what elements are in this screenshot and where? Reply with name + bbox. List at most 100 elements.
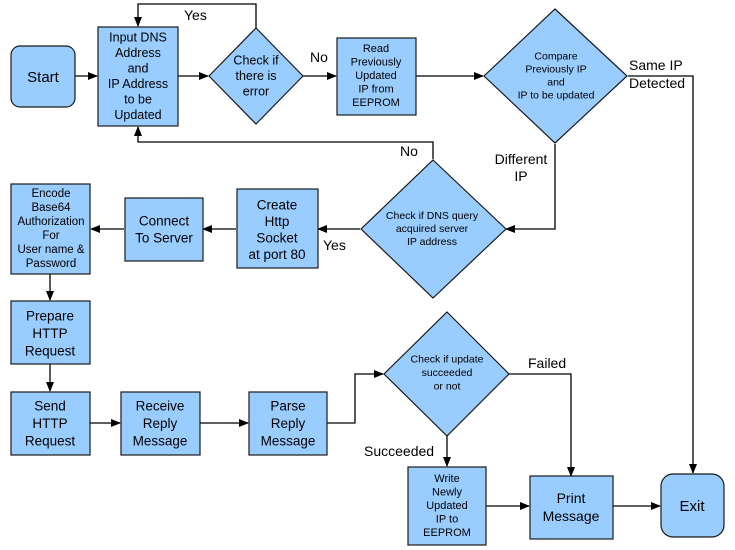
label-line: Request: [25, 343, 76, 358]
label-line: Write: [434, 473, 459, 485]
edge-compare-same-to-exit: [628, 75, 697, 474]
label-line: Message: [261, 433, 316, 448]
label-line: Check if update: [411, 354, 484, 366]
label-line: and: [128, 61, 149, 75]
label-line: EEPROM: [423, 527, 471, 539]
check-error-node: [208, 27, 304, 125]
connect-server-node: [124, 197, 204, 262]
label-line: Check if DNS query: [386, 210, 479, 222]
encode-auth-node: [10, 183, 91, 275]
label-line: Previously IP: [525, 64, 586, 76]
label-line: IP Address: [108, 77, 168, 91]
edge-parse-to-check-update: [327, 370, 384, 424]
prepare-request-node: [10, 300, 91, 365]
label-line: at port 80: [248, 246, 305, 261]
label-line: and: [547, 77, 565, 89]
label-line: Same IP: [629, 57, 683, 73]
create-socket-node: [236, 188, 319, 269]
label-line: For: [42, 230, 59, 242]
start-label: Start: [27, 69, 60, 86]
yes-error-label: Yes: [184, 7, 207, 23]
label-line: Check if: [233, 54, 279, 68]
label-line: Receive: [136, 398, 185, 413]
check-update-node: [383, 311, 510, 437]
no-dns-label: No: [400, 143, 418, 159]
label-line: Updated: [355, 70, 397, 82]
label-line: Input DNS: [109, 30, 167, 44]
label-line: Prepare: [26, 308, 74, 323]
parse-reply-node: [248, 391, 328, 456]
write-eeprom-node: [407, 466, 487, 546]
label-line: Exit: [679, 498, 705, 515]
label-line: IP to be updated: [518, 90, 595, 102]
label-line: Reply: [271, 416, 306, 431]
failed-label: Failed: [528, 355, 566, 371]
exit-label: Exit: [679, 498, 705, 515]
label-line: Updated: [114, 108, 161, 122]
label-line: To Server: [135, 230, 193, 245]
label-line: IP: [514, 168, 527, 184]
label-line: Password: [26, 258, 77, 270]
label-line: Previously: [351, 57, 402, 69]
label-line: to be: [124, 92, 152, 106]
label-line: Base64: [31, 202, 71, 214]
label-line: Send: [34, 398, 66, 413]
label-line: Compare: [534, 51, 577, 63]
print-message-node: [529, 475, 614, 540]
edge-check-update-failed-to-print: [509, 373, 575, 477]
label-line: succeeded: [422, 367, 473, 379]
label-line: there is: [236, 69, 277, 83]
label-line: Read: [363, 43, 389, 55]
label-line: Newly: [432, 487, 462, 499]
label-line: HTTP: [32, 326, 67, 341]
edge-compare-different-to-check-dns: [505, 144, 556, 233]
label-line: Detected: [629, 75, 685, 91]
input-dns-node: [97, 26, 179, 127]
no-error-label: No: [310, 49, 328, 65]
label-line: Connect: [139, 213, 190, 228]
edge-check-error-yes-to-input: [134, 3, 257, 28]
label-line: Request: [25, 433, 76, 448]
label-line: Reply: [143, 416, 178, 431]
label-line: Updated: [426, 500, 468, 512]
start-node: [10, 45, 76, 108]
yes-dns-label: Yes: [323, 237, 346, 253]
label-line: EEPROM: [352, 97, 400, 109]
label-line: Message: [133, 433, 188, 448]
nodes: [10, 8, 725, 546]
label-line: Message: [543, 508, 600, 524]
label-line: HTTP: [32, 416, 67, 431]
label-line: Address: [115, 46, 161, 60]
label-line: Encode: [31, 188, 70, 200]
label-line: Authorization: [17, 216, 84, 228]
send-request-node: [10, 391, 91, 456]
label-line: error: [243, 85, 269, 99]
label-line: IP address: [407, 236, 457, 248]
succeeded-label: Succeeded: [364, 443, 434, 459]
compare-ip-node: [483, 8, 628, 144]
same-ip-label: Same IP Detected: [629, 57, 685, 91]
check-dns-node: [360, 159, 507, 299]
label-line: Start: [27, 69, 60, 86]
label-line: or not: [434, 381, 461, 393]
edges: [46, 3, 697, 510]
label-line: acquired server: [396, 223, 469, 235]
label-line: Http: [265, 213, 290, 228]
label-line: Print: [557, 490, 586, 506]
